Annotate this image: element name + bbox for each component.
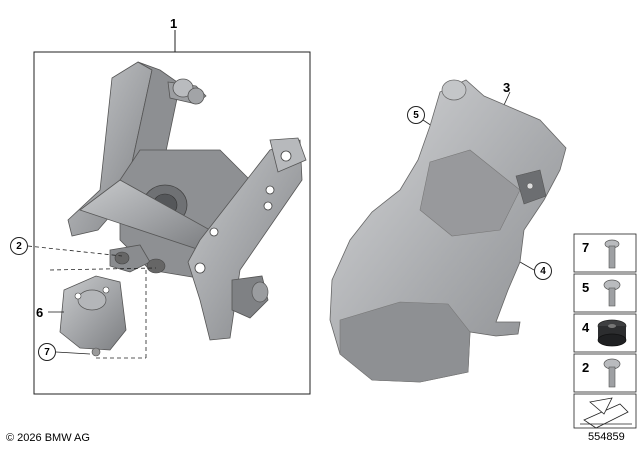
legend-box-7 (573, 233, 637, 273)
copyright-text: © 2026 BMW AG (6, 432, 90, 444)
legend-num-2: 2 (582, 360, 590, 375)
legend-num-5: 5 (582, 280, 590, 295)
arrow-symbol-icon (580, 397, 632, 429)
legend-column (573, 233, 637, 429)
diagram-id: 554859 (588, 431, 625, 443)
callout-part-1: 1 (170, 16, 178, 31)
callout-part-7: 7 (38, 343, 56, 361)
grommet-icon (597, 319, 627, 347)
legend-num-7: 7 (582, 240, 590, 255)
screw-icon (603, 358, 621, 388)
screw-icon (603, 279, 621, 307)
cover-part (329, 79, 567, 383)
legend-box-5 (573, 273, 637, 313)
assembly-frame (33, 51, 311, 395)
bracket-assembly (67, 61, 307, 341)
callout-part-5: 5 (407, 106, 425, 124)
callout-part-3: 3 (503, 80, 511, 95)
legend-box-2 (573, 353, 637, 393)
assembly-lines (27, 245, 157, 359)
legend-num-4: 4 (582, 320, 590, 335)
callout-part-6: 6 (36, 305, 44, 320)
callout-part-2: 2 (10, 237, 28, 255)
gear-housing (59, 275, 127, 357)
callout-part-4: 4 (534, 262, 552, 280)
screw-icon (604, 239, 620, 269)
